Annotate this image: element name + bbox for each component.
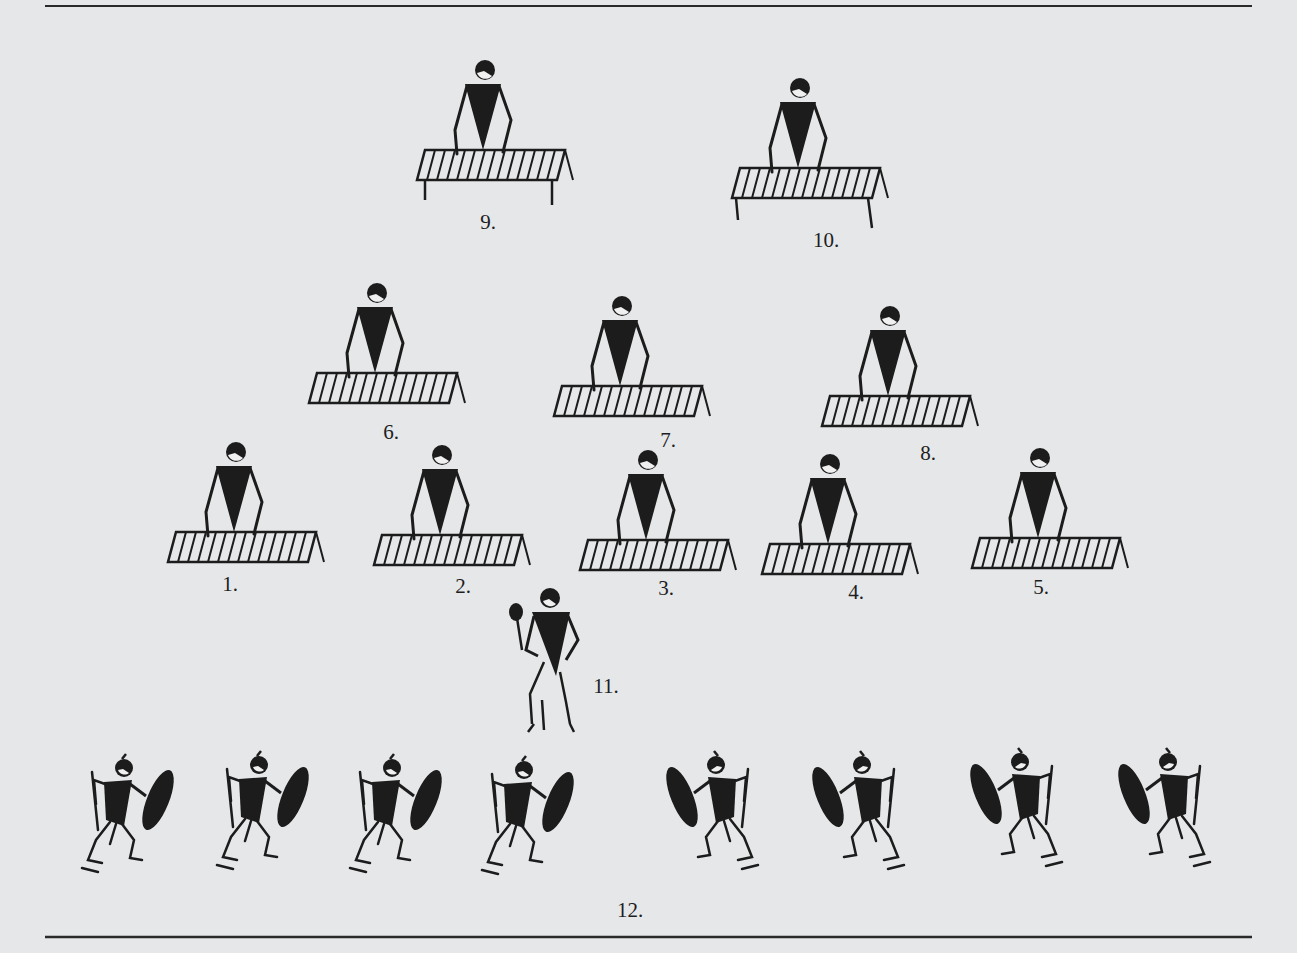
callout-number: 11. (593, 674, 618, 699)
callout-number: 3. (658, 576, 674, 601)
dancer (806, 751, 904, 869)
xylophone-player (972, 448, 1128, 568)
xylophone-leg (425, 180, 552, 205)
xylophone-player (309, 283, 465, 403)
dancer (82, 754, 180, 872)
dancer (217, 751, 315, 869)
xylophone-players (168, 60, 1128, 574)
frame-line (45, 5, 1252, 7)
dancer (964, 748, 1062, 866)
callout-number: 5. (1033, 575, 1049, 600)
dancer (660, 751, 758, 869)
xylophone-player (417, 60, 573, 180)
callout-number: 1. (222, 572, 238, 597)
xylophone-leg (736, 198, 872, 228)
xylophone-player (762, 454, 918, 574)
frame-line (45, 936, 1252, 939)
dancer (482, 756, 580, 874)
xylophone-player (822, 306, 978, 426)
xylophone-player (168, 442, 324, 562)
callout-number: 2. (455, 574, 471, 599)
dancers (82, 748, 1210, 874)
xylophone-player (580, 450, 736, 570)
xylophone-player (732, 78, 888, 198)
callout-number: 8. (920, 441, 936, 466)
xylophone-player (554, 296, 710, 416)
dancer (1112, 748, 1210, 866)
callout-number: 4. (848, 580, 864, 605)
callout-number: 10. (813, 228, 839, 253)
dancer (350, 754, 448, 872)
callout-number: 9. (480, 210, 496, 235)
callout-number: 6. (383, 420, 399, 445)
callout-number: 12. (617, 898, 643, 923)
callout-number: 7. (660, 428, 676, 453)
drummer (509, 588, 578, 732)
xylophone-player (374, 445, 530, 565)
